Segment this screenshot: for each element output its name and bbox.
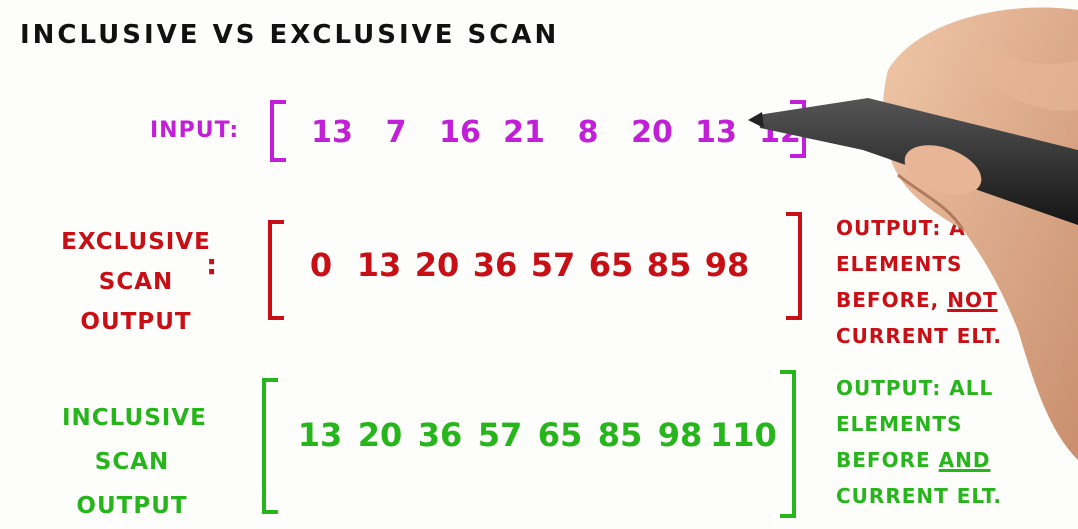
exclusive-label-line: OUTPUT (80, 309, 192, 335)
input-values: 13 7 16 21 8 20 13 12 (300, 108, 812, 156)
exclusive-value: 65 (588, 246, 634, 284)
inclusive-note-line: ELEMENTS (836, 412, 963, 436)
exclusive-label-line: EXCLUSIVE (61, 229, 211, 255)
exclusive-values: 0 13 20 36 57 65 85 98 (292, 240, 756, 290)
exclusive-value: 57 (530, 246, 576, 284)
exclusive-note-line: CURRENT ELT. (836, 324, 1003, 348)
exclusive-value: 98 (704, 246, 750, 284)
exclusive-value: 36 (472, 246, 518, 284)
exclusive-value: 20 (414, 246, 460, 284)
input-value: 13 (695, 114, 737, 150)
inclusive-note-line: OUTPUT: ALL (836, 376, 994, 400)
inclusive-note-line: BEFORE AND (836, 442, 1002, 478)
inclusive-label: INCLUSIVE SCAN OUTPUT (62, 396, 207, 528)
input-value: 13 (311, 114, 353, 150)
input-label: INPUT: (150, 118, 240, 143)
inclusive-label-line: OUTPUT (76, 493, 188, 519)
exclusive-colon: : (206, 248, 219, 281)
exclusive-label: EXCLUSIVE SCAN OUTPUT (56, 222, 216, 342)
exclusive-note-before: BEFORE, (836, 288, 940, 312)
hand-with-pen-illustration (748, 7, 1078, 460)
exclusive-left-bracket (268, 220, 284, 320)
exclusive-right-bracket (786, 212, 802, 320)
exclusive-label-line: SCAN (98, 269, 174, 295)
input-value: 16 (439, 114, 481, 150)
page-title: INCLUSIVE VS EXCLUSIVE SCAN (20, 20, 560, 50)
inclusive-value: 13 (297, 416, 343, 454)
input-value: 8 (577, 114, 599, 150)
inclusive-left-bracket (262, 378, 278, 514)
inclusive-value: 57 (477, 416, 523, 454)
inclusive-label-line: INCLUSIVE (62, 405, 207, 431)
input-value: 20 (631, 114, 673, 150)
inclusive-value: 98 (657, 416, 703, 454)
inclusive-value: 65 (537, 416, 583, 454)
inclusive-values: 13 20 36 57 65 85 98 110 (290, 410, 777, 460)
inclusive-note-before: BEFORE (836, 448, 931, 472)
inclusive-value: 110 (710, 416, 777, 454)
exclusive-value: 13 (356, 246, 402, 284)
inclusive-note-and: AND (938, 448, 991, 472)
inclusive-note-line: CURRENT ELT. (836, 484, 1003, 508)
exclusive-note-line: BEFORE, NOT (836, 282, 1002, 318)
inclusive-value: 20 (357, 416, 403, 454)
inclusive-value: 85 (597, 416, 643, 454)
inclusive-right-bracket (780, 370, 796, 518)
inclusive-note: OUTPUT: ALL ELEMENTS BEFORE AND CURRENT … (836, 370, 1002, 514)
exclusive-note-line: ELEMENTS (836, 252, 963, 276)
inclusive-label-line: SCAN (94, 449, 170, 475)
input-value: 7 (385, 114, 407, 150)
inclusive-value: 36 (417, 416, 463, 454)
exclusive-note-not: NOT (947, 288, 998, 312)
input-left-bracket (270, 100, 286, 162)
exclusive-value: 85 (646, 246, 692, 284)
input-value: 21 (503, 114, 545, 150)
exclusive-value: 0 (309, 246, 333, 284)
